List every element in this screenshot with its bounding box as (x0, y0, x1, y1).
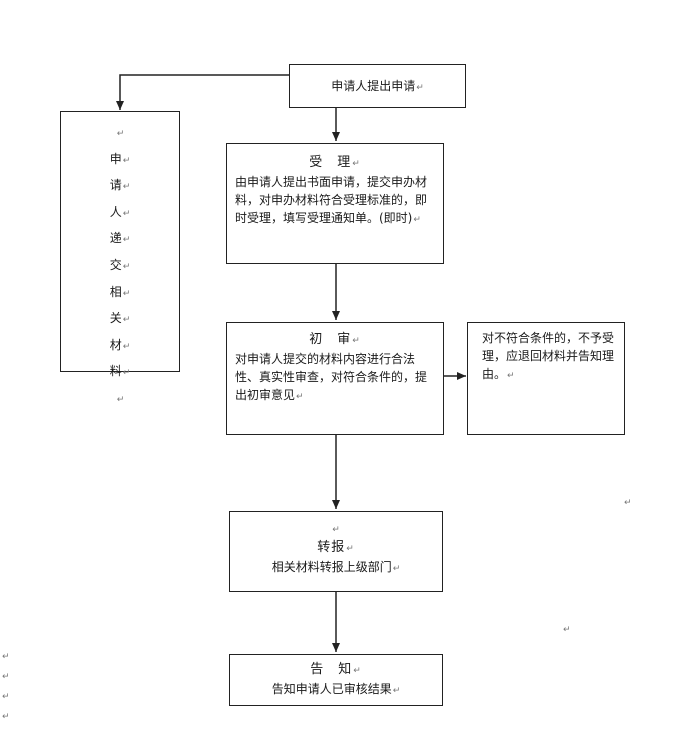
node-reject: 对不符合条件的，不予受理，应退回材料并告知理由。↵ (467, 322, 625, 435)
node-submit-char: 请↵ (109, 178, 131, 193)
node-review-title: 初 审↵ (309, 332, 361, 347)
node-submit-char: 递↵ (109, 231, 131, 246)
node-apply: 申请人提出申请↵ (289, 64, 466, 108)
node-submit-char: 材↵ (109, 337, 131, 352)
paragraph-mark: ↵ (332, 525, 341, 535)
node-apply-text: 申请人提出申请 (331, 79, 416, 93)
node-submit-char: 申↵ (109, 151, 131, 166)
connector-apply-to-submit (116, 74, 289, 110)
paragraph-mark: ↵ (624, 498, 632, 508)
paragraph-mark: ↵ (2, 712, 10, 722)
node-notify: 告 知↵ 告知申请人已审核结果↵ (229, 654, 443, 706)
node-forward-title: 转报↵ (317, 540, 355, 555)
paragraph-mark: ↵ (2, 692, 10, 702)
node-forward-body: 相关材料转报上级部门↵ (271, 560, 401, 574)
node-submit-char: 关↵ (109, 311, 131, 326)
node-notify-body: 告知申请人已审核结果↵ (271, 682, 401, 696)
node-review-body: 对申请人提交的材料内容进行合法性、真实性审查，对符合条件的，提出初审意见↵ (235, 352, 428, 402)
paragraph-mark: ↵ (116, 129, 125, 139)
node-notify-title: 告 知↵ (310, 662, 362, 677)
node-review: 初 审↵ 对申请人提交的材料内容进行合法性、真实性审查，对符合条件的，提出初审意… (226, 322, 444, 435)
paragraph-mark: ↵ (2, 652, 10, 662)
node-accept: 受 理↵ 由申请人提出书面申请，提交申办材料，对申办材料符合受理标准的，即时受理… (226, 143, 444, 264)
node-accept-title: 受 理↵ (309, 155, 361, 170)
node-submit: ↵ 申↵ 请↵ 人↵ 递↵ 交↵ 相↵ 关↵ 材↵ 料↵ ↵ (60, 111, 180, 405)
node-forward: ↵ 转报↵ 相关材料转报上级部门↵ (229, 511, 443, 592)
paragraph-mark: ↵ (416, 83, 424, 93)
node-submit-char: 相↵ (109, 284, 131, 299)
node-submit-char: 料↵ (109, 364, 131, 379)
node-submit-char: 人↵ (109, 204, 131, 219)
node-submit-char: 交↵ (109, 257, 131, 272)
paragraph-mark: ↵ (116, 394, 125, 405)
paragraph-mark: ↵ (563, 625, 571, 635)
node-reject-body: 对不符合条件的，不予受理，应退回材料并告知理由。↵ (482, 331, 615, 381)
paragraph-mark: ↵ (2, 672, 10, 682)
node-accept-body: 由申请人提出书面申请，提交申办材料，对申办材料符合受理标准的，即时受理，填写受理… (235, 175, 428, 225)
